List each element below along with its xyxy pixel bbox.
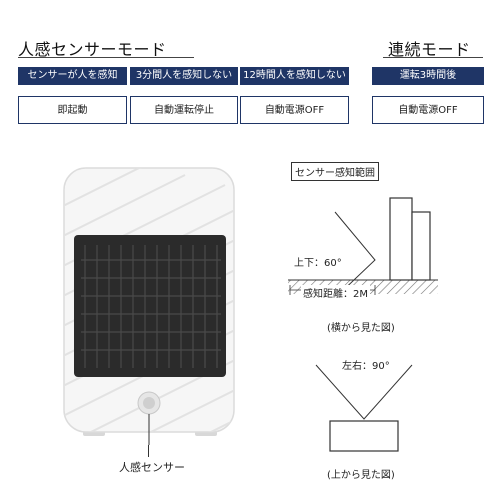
distance-label: 感知距離：2M: [301, 285, 370, 300]
continuous-mode-title: 連続モード: [388, 40, 471, 59]
heater-grille-bars: [81, 245, 221, 368]
heater-grille: [74, 235, 226, 377]
heater-sensor-lens: [143, 397, 155, 409]
continuous-mode-title-rule: [383, 57, 483, 58]
sensor-pointer-tail: [148, 445, 149, 457]
continuous-value: 自動電源OFF: [372, 96, 484, 124]
heater-top-outline: [329, 420, 399, 452]
sensor-value-3min: 自動運転停止: [130, 96, 238, 124]
sensor-header-3min: 3分間人を感知しない: [130, 67, 238, 85]
sensor-header-detect: センサーが人を感知: [18, 67, 127, 85]
sensor-range-title: センサー感知範囲: [291, 162, 379, 181]
side-view-caption: (横から見た図): [327, 323, 395, 334]
sensor-label: 人感センサー: [119, 461, 185, 474]
heater-side-outline: [389, 197, 413, 281]
horizontal-angle-label: 左右：90°: [340, 357, 392, 372]
sensor-mode-title-rule: [18, 57, 194, 58]
horizontal-angle-cone: [315, 364, 413, 420]
top-view-caption: (上から見た図): [327, 470, 395, 481]
sensor-header-12h: 12時間人を感知しない: [240, 67, 349, 85]
heater-side-back: [411, 211, 431, 281]
sensor-value-detect: 即起動: [18, 96, 127, 124]
continuous-header: 運転3時間後: [372, 67, 484, 85]
sensor-value-12h: 自動電源OFF: [240, 96, 349, 124]
top-view-diagram: [315, 364, 413, 452]
vertical-angle-label: 上下：60°: [292, 254, 344, 269]
sensor-mode-title: 人感センサーモード: [18, 40, 167, 59]
heater-illustration: [63, 167, 235, 445]
